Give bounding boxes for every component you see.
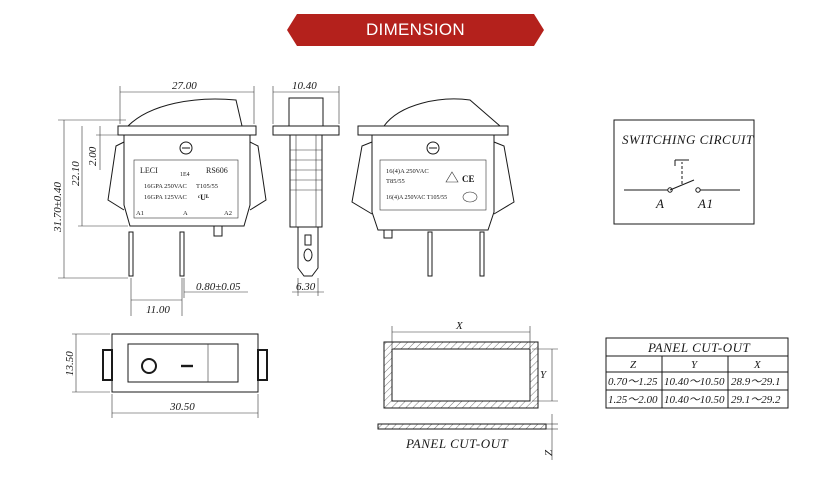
top-clip-left bbox=[102, 349, 113, 381]
back-bezel bbox=[357, 125, 509, 136]
circuit-title: SWITCHING CIRCUIT bbox=[622, 132, 754, 147]
panel-x-label: X bbox=[455, 320, 464, 332]
panel-diagram: X Y Z PANEL CUT-OUT bbox=[377, 320, 558, 460]
front-bezel bbox=[117, 125, 257, 136]
back-rocker bbox=[383, 98, 501, 127]
front-label-current: 1E4 bbox=[180, 172, 190, 178]
back-label-line1: 16(4)A 250VAC bbox=[386, 168, 429, 175]
panel-z-label: Z bbox=[543, 449, 555, 456]
front-label-ul: ᶜUᴸ bbox=[198, 193, 210, 202]
dim-front-pin-pitch: 11.00 bbox=[146, 304, 170, 316]
dim-side-width: 10.40 bbox=[292, 80, 317, 92]
front-pin-2 bbox=[179, 231, 185, 277]
table-header-y: Y bbox=[691, 359, 699, 371]
table-header-x: X bbox=[753, 359, 762, 371]
front-body bbox=[123, 135, 251, 227]
back-label-plate bbox=[379, 159, 487, 211]
table-row-2-x: 29.1～29.2 bbox=[731, 394, 781, 406]
back-label-line3: 16(4)A 250VAC T105/55 bbox=[386, 194, 447, 201]
dim-front-width: 27.00 bbox=[172, 80, 197, 92]
banner-shape bbox=[287, 14, 544, 46]
side-pin bbox=[297, 227, 319, 277]
circuit-terminal-a: A bbox=[655, 196, 664, 211]
panel-caption: PANEL CUT-OUT bbox=[405, 436, 508, 451]
circuit-terminal-a1: A1 bbox=[697, 196, 713, 211]
circuit-contact-a1 bbox=[695, 187, 701, 193]
switching-circuit: SWITCHING CIRCUIT A A1 bbox=[613, 119, 755, 225]
table-title: PANEL CUT-OUT bbox=[647, 340, 750, 355]
table-frame bbox=[605, 337, 789, 409]
table-row-2-z: 1.25～2.00 bbox=[608, 394, 658, 406]
table-row-1-x: 28.9～29.1 bbox=[731, 376, 781, 388]
front-rocker bbox=[127, 98, 243, 127]
dim-top-height: 13.50 bbox=[64, 351, 76, 376]
front-label-line2: 16GPA 125VAC bbox=[144, 194, 187, 201]
front-clip-left bbox=[107, 141, 125, 211]
dim-top-width: 30.50 bbox=[169, 401, 195, 413]
back-pin-1 bbox=[427, 231, 433, 277]
back-warning-icon bbox=[445, 171, 459, 183]
back-pin-2 bbox=[479, 231, 485, 277]
front-pin-3 bbox=[213, 225, 223, 237]
front-view: LECI 1E4 RS606 16GPA 250VAC T105/55 16GP… bbox=[52, 80, 267, 316]
back-screw-hole bbox=[426, 141, 440, 155]
front-label-plate bbox=[133, 159, 239, 219]
front-terminal-a: A bbox=[183, 210, 188, 217]
back-label-line2: T85/55 bbox=[386, 178, 405, 185]
panel-y-label: Y bbox=[540, 369, 548, 381]
side-pin-hole bbox=[303, 248, 313, 262]
top-clip-right bbox=[257, 349, 268, 381]
back-cqc-icon bbox=[462, 191, 478, 203]
front-pin-1 bbox=[128, 231, 134, 277]
dim-front-height-total: 31.70±0.40 bbox=[52, 181, 64, 233]
front-terminal-a2: A2 bbox=[224, 210, 232, 217]
table-row-2-y: 10.40～10.50 bbox=[664, 394, 725, 406]
back-pin-3 bbox=[383, 229, 393, 239]
panel-cutout-hole bbox=[391, 348, 531, 402]
top-rocker-face bbox=[127, 343, 239, 383]
top-view: 30.50 13.50 bbox=[64, 333, 268, 418]
top-housing bbox=[111, 333, 259, 393]
table-header-z: Z bbox=[630, 359, 637, 371]
banner-title: DIMENSION bbox=[365, 20, 466, 39]
banner-fill bbox=[287, 14, 544, 46]
circuit-frame bbox=[613, 119, 755, 225]
dim-front-rocker: 2.00 bbox=[87, 146, 99, 166]
back-view: 16(4)A 250VAC T85/55 CE 16(4)A 250VAC T1… bbox=[351, 98, 515, 277]
cutout-table: PANEL CUT-OUT Z Y X 0.70～1.25 10.40～10.5… bbox=[605, 337, 789, 409]
table-row-1-y: 10.40～10.50 bbox=[664, 376, 725, 388]
top-off-symbol bbox=[141, 358, 157, 374]
side-rocker bbox=[288, 97, 324, 127]
front-terminal-a1: A1 bbox=[136, 210, 144, 217]
front-label-brand: LECI bbox=[140, 166, 158, 175]
front-clip-right bbox=[249, 141, 267, 211]
front-label-line1: 16GPA 250VAC bbox=[144, 183, 187, 190]
dim-front-pin-thickness: 0.80±0.05 bbox=[196, 281, 241, 293]
front-screw-hole bbox=[179, 141, 193, 155]
back-clip-right bbox=[493, 141, 515, 215]
back-body bbox=[371, 135, 495, 231]
back-ce-icon: CE bbox=[462, 174, 475, 184]
back-clip-left bbox=[351, 141, 373, 215]
side-view: 10.40 6.30 bbox=[272, 80, 340, 296]
dimension-banner: DIMENSION bbox=[287, 14, 544, 46]
panel-section bbox=[377, 423, 547, 430]
dim-side-pin-width: 6.30 bbox=[296, 281, 316, 293]
table-row-1-z: 0.70～1.25 bbox=[608, 376, 658, 388]
dim-front-height-body: 22.10 bbox=[70, 161, 82, 186]
front-label-line1b: T105/55 bbox=[196, 183, 218, 190]
side-body bbox=[289, 134, 323, 228]
side-bezel bbox=[272, 125, 340, 136]
front-label-model: RS606 bbox=[206, 166, 228, 175]
circuit-contact-a bbox=[667, 187, 673, 193]
